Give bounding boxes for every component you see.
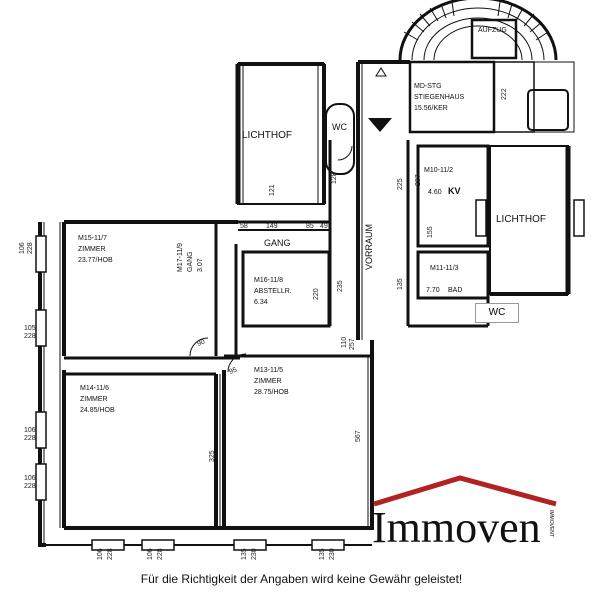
window-dims-left: 106 228 105 228 106 228 106 228 (19, 242, 36, 490)
immoven-logo: Immoven IMMOVENT (372, 475, 557, 552)
logo-side-text: IMMOVENT (548, 510, 554, 537)
svg-text:225: 225 (397, 178, 404, 190)
room-m13: M13-11/5 ZIMMER 28.75/HOB (254, 367, 289, 396)
svg-text:106: 106 (97, 548, 104, 560)
svg-text:105: 105 (24, 325, 36, 332)
stairwell (408, 60, 575, 134)
svg-text:58: 58 (240, 223, 248, 230)
svg-text:28.75/HOB: 28.75/HOB (254, 389, 289, 396)
svg-text:ZIMMER: ZIMMER (254, 378, 282, 385)
svg-text:207: 207 (415, 174, 422, 186)
svg-text:49: 49 (320, 223, 328, 230)
svg-text:M16-11/8: M16-11/8 (254, 277, 283, 284)
svg-text:228: 228 (24, 333, 36, 340)
logo-roof (373, 475, 557, 507)
svg-text:106: 106 (19, 242, 26, 254)
svg-text:228: 228 (27, 242, 34, 254)
windows-bottom (91, 539, 345, 551)
svg-text:325: 325 (209, 450, 216, 462)
svg-text:7.70: 7.70 (426, 287, 440, 294)
room-m10: M10-11/2 4.60 (424, 167, 453, 196)
room-m17: M17-11/9 GANG 3.07 (177, 243, 204, 272)
staircase (398, 0, 558, 61)
svg-text:4.60: 4.60 (428, 189, 442, 196)
svg-text:135: 135 (319, 548, 326, 560)
svg-text:15.56/KER: 15.56/KER (414, 105, 448, 112)
svg-text:128: 128 (331, 172, 338, 184)
svg-text:6.34: 6.34 (254, 299, 268, 306)
arrow-up-marker (375, 67, 387, 77)
interior-dims: 149 85 49 58 225 220 235 135 567 325 207… (196, 172, 434, 462)
vorraum-label: VORRAUM (364, 224, 374, 270)
svg-text:230: 230 (251, 548, 258, 560)
svg-text:M17-11/9: M17-11/9 (177, 243, 184, 272)
wc-top-label: WC (332, 122, 347, 132)
kv-label: KV (448, 186, 461, 196)
lichthof-right-label: LICHTHOF (496, 214, 546, 225)
svg-text:M13-11/5: M13-11/5 (254, 367, 283, 374)
svg-text:ABSTELLR.: ABSTELLR. (254, 288, 292, 295)
svg-text:90: 90 (196, 339, 206, 348)
svg-text:567: 567 (355, 430, 362, 442)
lichthof-left-label: LICHTHOF (242, 130, 292, 141)
windows-right (475, 199, 585, 237)
svg-text:121: 121 (269, 184, 276, 196)
aufzug-label: AUFZUG (478, 27, 507, 34)
svg-text:155: 155 (427, 226, 434, 238)
svg-text:228: 228 (24, 435, 36, 442)
room-m14: M14-11/6 ZIMMER 24.85/HOB (80, 385, 115, 414)
windows-left (35, 235, 47, 501)
wc-right-label: WC (475, 303, 519, 323)
svg-text:85: 85 (306, 223, 314, 230)
logo-wordmark: Immoven (372, 503, 541, 552)
stiege-label: MD-STG STIEGENHAUS 15.56/KER (414, 83, 465, 112)
svg-text:95: 95 (228, 367, 238, 376)
disclaimer-text: Für die Richtigkeit der Angaben wird kei… (140, 572, 463, 586)
svg-text:228: 228 (24, 483, 36, 490)
svg-text:GANG: GANG (187, 251, 194, 272)
svg-text:135: 135 (241, 548, 248, 560)
svg-text:135: 135 (397, 278, 404, 290)
svg-text:M14-11/6: M14-11/6 (80, 385, 109, 392)
svg-text:149: 149 (266, 223, 278, 230)
lichthof-right (489, 145, 571, 296)
svg-text:228: 228 (157, 548, 164, 560)
svg-text:228: 228 (107, 548, 114, 560)
room-m16: M16-11/8 ABSTELLR. 6.34 (254, 277, 292, 306)
svg-text:235: 235 (337, 280, 344, 292)
svg-text:230: 230 (329, 548, 336, 560)
apartment-walls (38, 60, 490, 547)
door-swings (189, 145, 353, 373)
dim-222: 222 (501, 88, 508, 100)
svg-text:ZIMMER: ZIMMER (78, 246, 106, 253)
svg-text:106: 106 (24, 427, 36, 434)
svg-text:24.85/HOB: 24.85/HOB (80, 407, 115, 414)
room-m15: M15-11/7 ZIMMER 23.77/HOB (78, 235, 113, 264)
room-m11: M11-11/3 7.70 (426, 265, 459, 294)
svg-text:ZIMMER: ZIMMER (80, 396, 108, 403)
svg-text:M15-11/7: M15-11/7 (78, 235, 107, 242)
svg-text:MD-STG: MD-STG (414, 83, 442, 90)
svg-text:106: 106 (147, 548, 154, 560)
svg-text:STIEGENHAUS: STIEGENHAUS (414, 94, 465, 101)
entrance-marker (368, 118, 392, 132)
svg-text:106: 106 (24, 475, 36, 482)
svg-text:257: 257 (349, 338, 356, 350)
svg-text:110: 110 (341, 337, 348, 348)
svg-text:220: 220 (313, 288, 320, 300)
bad-label: BAD (448, 287, 462, 294)
window-dims-bottom: 106 228 106 228 135 230 135 230 (97, 548, 336, 560)
svg-text:M10-11/2: M10-11/2 (424, 167, 453, 174)
gang-label: GANG (264, 238, 291, 248)
lichthof-left (235, 62, 326, 205)
svg-text:23.77/HOB: 23.77/HOB (78, 257, 113, 264)
svg-text:M11-11/3: M11-11/3 (430, 265, 459, 272)
svg-text:3.07: 3.07 (197, 258, 204, 272)
